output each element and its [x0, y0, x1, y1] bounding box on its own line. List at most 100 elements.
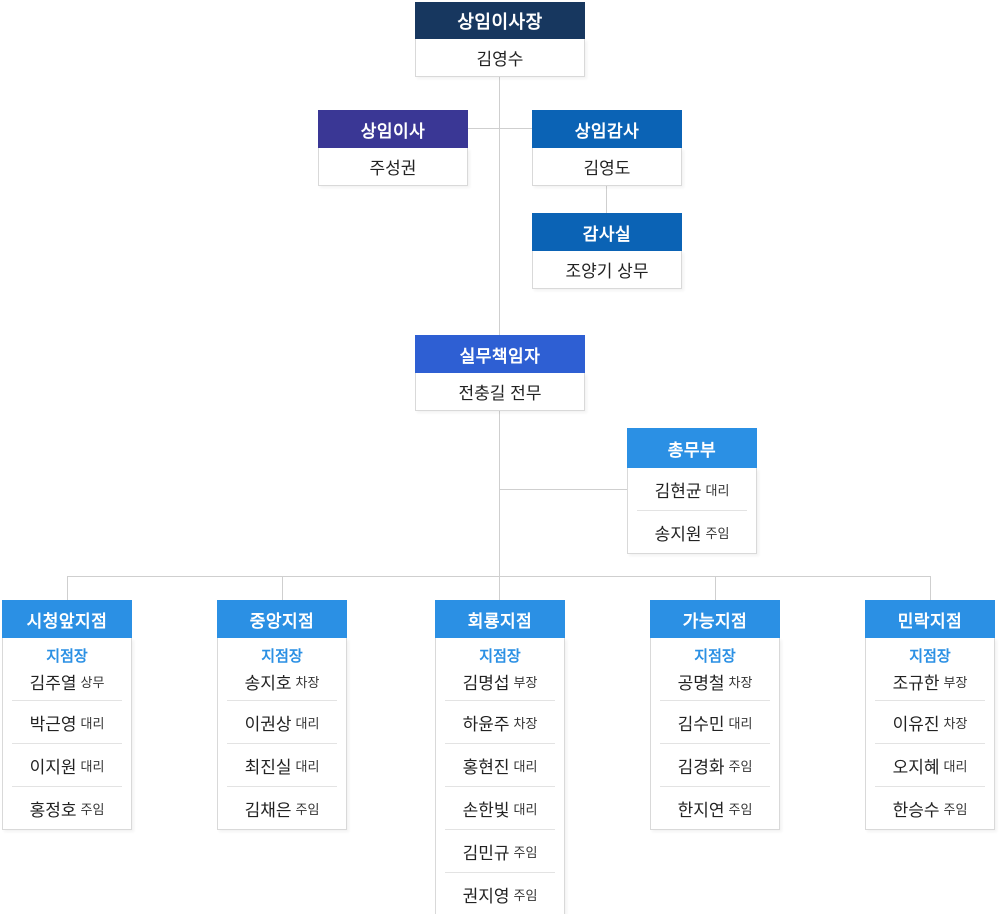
leader-name: 김명섭: [462, 673, 510, 693]
member-rank: 대리: [80, 758, 105, 774]
member-row: 한승수 주임: [866, 787, 994, 829]
node-general-affairs: 총무부 김현균 대리 송지원 주임: [627, 428, 757, 554]
member-name: 김채은: [244, 800, 292, 820]
member-rank: 주임: [80, 801, 105, 817]
member-rank: 대리: [943, 758, 968, 774]
member-name: 이권상: [244, 714, 292, 734]
member-row: 이유진 차장: [866, 701, 994, 743]
leader-name: 송지호: [244, 673, 292, 693]
branch-title: 중앙지점: [217, 600, 347, 638]
branch-leader: 지점장 조규한 부장: [866, 638, 994, 700]
member-name: 한승수: [892, 800, 940, 820]
member-row: 홍현진 대리: [436, 744, 564, 786]
row-divider: [445, 743, 555, 744]
connector-executive-branches: [499, 409, 500, 600]
member-rank: 주임: [728, 758, 753, 774]
member-name: 이지원: [29, 757, 77, 777]
member-row: 김수민 대리: [651, 701, 779, 743]
node-auditor-title: 상임감사: [532, 110, 682, 148]
branch-title: 시청앞지점: [2, 600, 132, 638]
branch-leader: 지점장 김주열 상무: [3, 638, 131, 700]
node-director: 상임이사 주성권: [318, 110, 468, 186]
member-rank: 주임: [513, 887, 538, 903]
row-divider: [445, 700, 555, 701]
member-name: 권지영: [462, 886, 510, 906]
member-rank: 주임: [705, 525, 730, 541]
member-rank: 대리: [295, 715, 320, 731]
node-branch-jungang: 중앙지점 지점장 송지호 차장 이권상 대리 최진실 대리 김채은: [217, 600, 347, 830]
row-divider: [875, 743, 985, 744]
leader-rank: 차장: [295, 674, 320, 690]
row-divider: [12, 700, 122, 701]
node-audit-office-title: 감사실: [532, 213, 682, 251]
node-director-title: 상임이사: [318, 110, 468, 148]
member-name: 박근영: [29, 714, 77, 734]
member-row: 김민규 주임: [436, 830, 564, 872]
row-divider: [660, 700, 770, 701]
member-name: 김민규: [462, 843, 510, 863]
member-name: 한지연: [677, 800, 725, 820]
row-divider: [12, 786, 122, 787]
node-chairman-name: 김영수: [476, 50, 524, 69]
leader-label: 지점장: [46, 647, 88, 665]
branch-leader: 지점장 송지호 차장: [218, 638, 346, 700]
member-row: 한지연 주임: [651, 787, 779, 829]
member-rank: 대리: [513, 801, 538, 817]
member-name: 김경화: [677, 757, 725, 777]
member-rank: 대리: [728, 715, 753, 731]
member-row: 하윤주 차장: [436, 701, 564, 743]
member-row: 오지혜 대리: [866, 744, 994, 786]
leader-name: 공명철: [677, 673, 725, 693]
member-row: 이권상 대리: [218, 701, 346, 743]
row-divider: [445, 786, 555, 787]
member-rank: 차장: [513, 715, 538, 731]
member-name: 오지혜: [892, 757, 940, 777]
node-chairman: 상임이사장 김영수: [415, 2, 585, 77]
member-rank: 차장: [943, 715, 968, 731]
leader-label: 지점장: [909, 647, 951, 665]
branch-title: 민락지점: [865, 600, 995, 638]
member-name: 하윤주: [462, 714, 510, 734]
connector-stub-branch-1: [67, 576, 68, 600]
member-row: 김경화 주임: [651, 744, 779, 786]
row-divider: [12, 743, 122, 744]
member-row: 권지영 주임: [436, 873, 564, 914]
member-rank: 대리: [295, 758, 320, 774]
row-divider: [875, 700, 985, 701]
connector-stub-branch-4: [715, 576, 716, 600]
member-row: 홍정호 주임: [3, 787, 131, 829]
member-name: 홍현진: [462, 757, 510, 777]
connector-executive-generalaffairs: [500, 489, 627, 490]
member-rank: 주임: [513, 844, 538, 860]
member-rank: 대리: [705, 482, 730, 498]
leader-rank: 차장: [728, 674, 753, 690]
leader-label: 지점장: [479, 647, 521, 665]
node-general-affairs-title: 총무부: [627, 428, 757, 468]
member-name: 김수민: [677, 714, 725, 734]
row-divider: [445, 872, 555, 873]
member-name: 송지원: [654, 524, 702, 544]
member-name: 최진실: [244, 757, 292, 777]
member-row: 이지원 대리: [3, 744, 131, 786]
row-divider: [660, 786, 770, 787]
member-row: 송지원 주임: [628, 511, 756, 553]
node-branch-hoeryong: 회룡지점 지점장 김명섭 부장 하윤주 차장 홍현진 대리 손한빛: [435, 600, 565, 914]
member-name: 이유진: [892, 714, 940, 734]
member-row: 김채은 주임: [218, 787, 346, 829]
leader-rank: 상무: [80, 674, 105, 690]
node-director-name: 주성권: [369, 159, 417, 178]
node-branch-sicheongap: 시청앞지점 지점장 김주열 상무 박근영 대리 이지원 대리 홍정호: [2, 600, 132, 830]
row-divider: [227, 743, 337, 744]
leader-rank: 부장: [513, 674, 538, 690]
member-rank: 대리: [513, 758, 538, 774]
member-row: 손한빛 대리: [436, 787, 564, 829]
branch-title: 가능지점: [650, 600, 780, 638]
node-audit-office-name: 조양기 상무: [565, 262, 649, 281]
member-row: 김현균 대리: [628, 468, 756, 510]
leader-name: 조규한: [892, 673, 940, 693]
branch-title: 회룡지점: [435, 600, 565, 638]
row-divider: [875, 786, 985, 787]
node-branch-minrak: 민락지점 지점장 조규한 부장 이유진 차장 오지혜 대리 한승수: [865, 600, 995, 830]
connector-stub-branch-5: [930, 576, 931, 600]
